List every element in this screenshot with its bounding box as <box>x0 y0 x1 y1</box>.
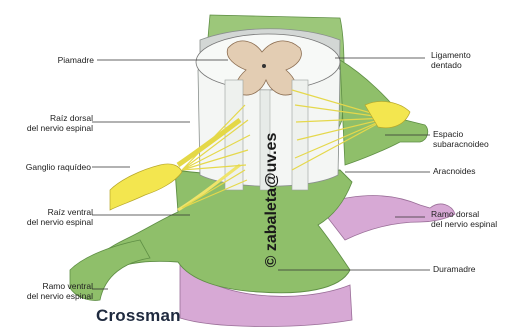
label-raiz-dorsal: Raíz dorsal del nervio espinal <box>10 113 93 133</box>
label-ganglio: Ganglio raquídeo <box>7 162 91 172</box>
label-espacio: Espacio subaracnoideo <box>433 129 513 149</box>
label-aracnoides: Aracnoides <box>433 166 513 176</box>
ganglion-left <box>110 164 182 210</box>
pillar-right <box>292 80 308 190</box>
label-ramo-dorsal: Ramo dorsal del nervio espinal <box>431 209 515 229</box>
label-piamadre: Piamadre <box>32 55 94 65</box>
label-duramadre: Duramadre <box>433 264 513 274</box>
label-raiz-ventral: Raíz ventral del nervio espinal <box>10 207 93 227</box>
figure-credit: Crossman <box>96 306 181 326</box>
central-canal <box>262 64 266 68</box>
label-ramo-ventral: Ramo ventral del nervio espinal <box>10 281 93 301</box>
copyright-watermark: © zabaleta@uv.es <box>263 133 281 268</box>
label-ligamento: Ligamento dentado <box>431 50 511 70</box>
